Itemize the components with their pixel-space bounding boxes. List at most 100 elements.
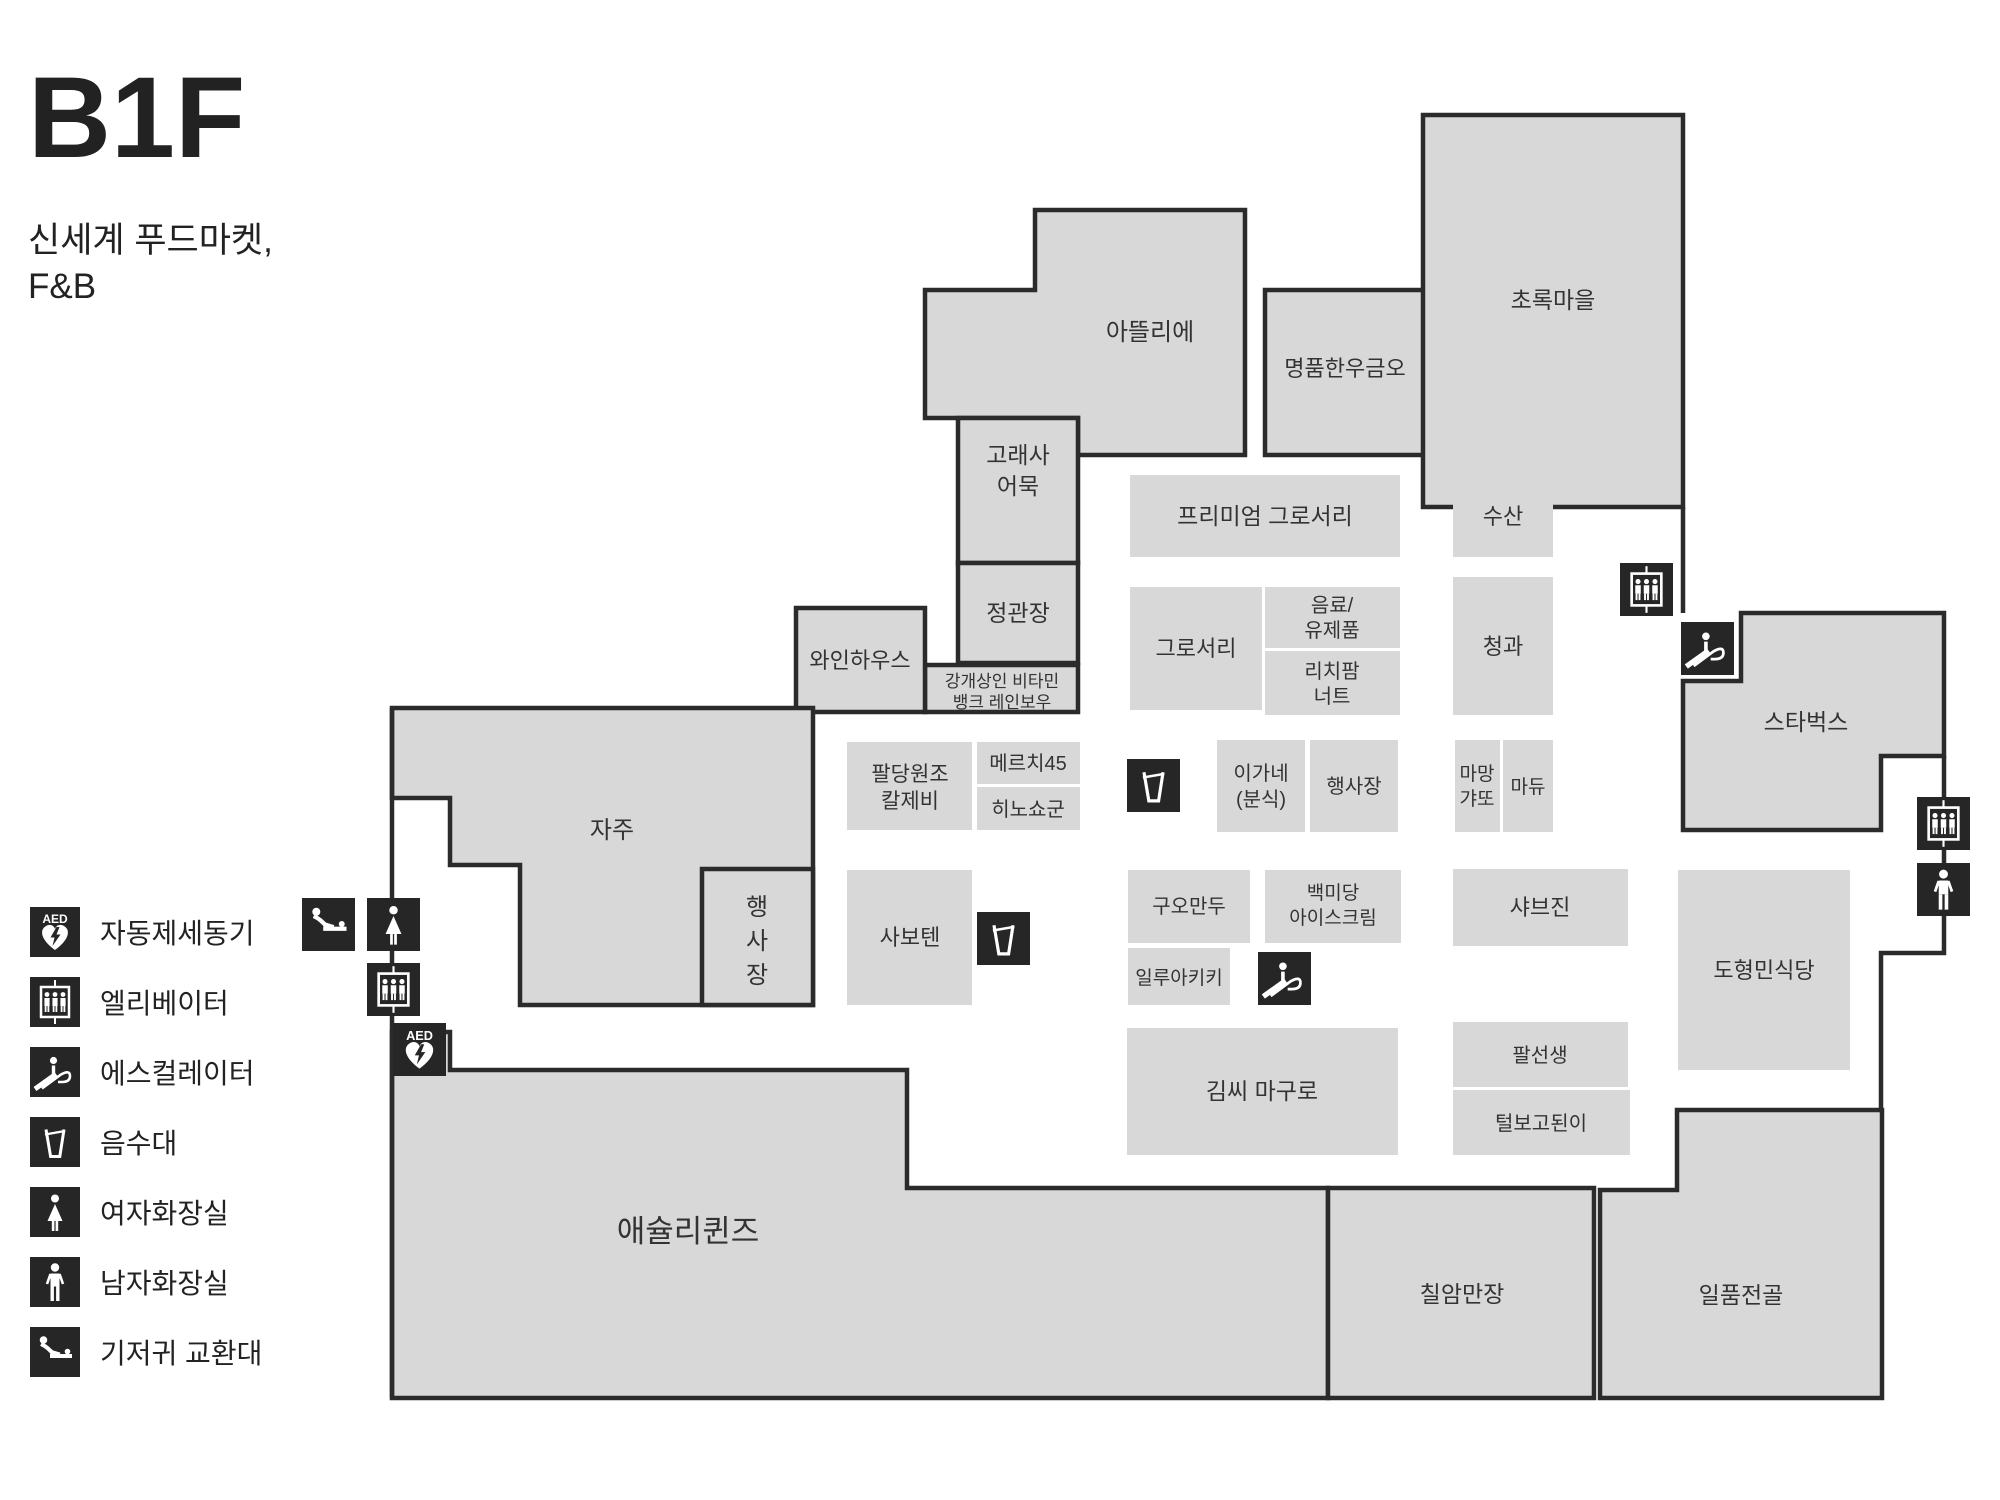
floor-subtitle-line1: 신세계 푸드마켓, (28, 221, 273, 260)
diaper-icon (30, 1327, 80, 1377)
svg-text:초록마을: 초록마을 (1511, 287, 1596, 313)
svg-text:스타벅스: 스타벅스 (1764, 709, 1849, 735)
svg-text:구오만두: 구오만두 (1152, 895, 1226, 918)
svg-text:마듀: 마듀 (1511, 776, 1546, 798)
block-palseonsaeng: 팔선생 (1453, 1022, 1628, 1087)
svg-text:정관장: 정관장 (986, 600, 1049, 626)
svg-text:메르치45: 메르치45 (989, 752, 1066, 775)
woman-icon (30, 1187, 80, 1237)
cup-icon (977, 912, 1030, 965)
svg-text:털보고된이: 털보고된이 (1495, 1112, 1587, 1135)
svg-text:도형민식당: 도형민식당 (1713, 958, 1814, 983)
block-grocery: 그로서리 (1130, 587, 1262, 710)
svg-text:이가네(분식): 이가네(분식) (1233, 762, 1288, 811)
svg-text:그로서리: 그로서리 (1156, 636, 1237, 661)
cup-icon (30, 1117, 80, 1167)
block-eumryo-yujepum: 음료/유제품 (1265, 587, 1400, 648)
cup-icon (1127, 759, 1180, 812)
legend: AED 자동제세동기 엘리베이터 (30, 907, 262, 1397)
legend-item-elevator: 엘리베이터 (30, 977, 262, 1027)
floor-title: B1F (28, 54, 246, 182)
svg-text:청과: 청과 (1483, 634, 1523, 659)
block-mereuchi45: 메르치45 (977, 742, 1080, 784)
block-wine-house: 와인하우스 (793, 605, 928, 715)
block-ashley-queens: 애슐리퀸즈 (389, 1029, 1331, 1401)
svg-text:명품한우금오: 명품한우금오 (1284, 356, 1405, 381)
svg-text:샤브진: 샤브진 (1510, 895, 1571, 920)
woman-icon (367, 898, 420, 951)
svg-text:김씨 마구로: 김씨 마구로 (1206, 1078, 1318, 1104)
block-teolbo-godeuni: 털보고된이 (1453, 1090, 1630, 1155)
svg-text:프리미엄 그로서리: 프리미엄 그로서리 (1177, 503, 1353, 529)
block-shabu-jin: 샤브진 (1453, 869, 1628, 946)
svg-text:와인하우스: 와인하우스 (809, 648, 910, 673)
block-cheonggwa: 청과 (1453, 577, 1553, 715)
legend-label: 엘리베이터 (100, 988, 229, 1019)
block-dohyeongmin: 도형민식당 (1678, 870, 1850, 1070)
svg-text:아뜰리에: 아뜰리에 (1106, 319, 1194, 346)
escalator-icon (1258, 952, 1311, 1005)
svg-text:AED: AED (406, 1028, 433, 1043)
block-starbucks: 스타벅스 (1680, 610, 1947, 833)
legend-item-escalator: 에스컬레이터 (30, 1047, 262, 1097)
block-hino-shogun: 히노쇼군 (977, 787, 1080, 830)
legend-label: 에스컬레이터 (100, 1058, 255, 1089)
svg-text:애슐리퀸즈: 애슐리퀸즈 (617, 1214, 760, 1249)
aed-icon: AED (393, 1023, 446, 1076)
legend-item-cup: 음수대 (30, 1117, 262, 1167)
legend-label: 기저귀 교환대 (100, 1338, 263, 1369)
legend-label: 남자화장실 (100, 1268, 229, 1299)
block-saboten: 사보텐 (847, 870, 972, 1005)
block-haengsajang-2: 행사장 (1310, 740, 1398, 832)
svg-text:히노쇼군: 히노쇼군 (991, 798, 1065, 821)
svg-text:칠암만장: 칠암만장 (1420, 1281, 1505, 1307)
svg-text:일루아키키: 일루아키키 (1135, 967, 1222, 989)
escalator-icon (30, 1047, 80, 1097)
floor-subtitle-line2: F&B (28, 266, 97, 306)
svg-text:수산: 수산 (1483, 504, 1523, 529)
legend-item-aed: AED 자동제세동기 (30, 907, 262, 957)
legend-item-man: 남자화장실 (30, 1257, 262, 1307)
svg-text:사보텐: 사보텐 (880, 925, 941, 950)
svg-text:AED: AED (42, 912, 68, 926)
block-chilam-manjang: 칠암만장 (1325, 1185, 1597, 1401)
block-ilpum-jeongol: 일품전골 (1597, 1107, 1885, 1401)
elevator-icon (1917, 797, 1970, 850)
legend-label: 여자화장실 (100, 1198, 229, 1229)
block-jeonggwanjang: 정관장 (955, 560, 1081, 666)
svg-text:일품전골: 일품전골 (1699, 1282, 1784, 1308)
svg-text:행사장: 행사장 (746, 894, 768, 989)
block-myeongpum-hanwoo: 명품한우금오 (1262, 287, 1428, 458)
elevator-icon (30, 977, 80, 1027)
block-premium-grocery: 프리미엄 그로서리 (1130, 475, 1400, 557)
block-chorok-maeul: 초록마을 (1420, 112, 1686, 510)
svg-text:음료/유제품: 음료/유제품 (1304, 595, 1359, 642)
wall (1878, 756, 1947, 1110)
block-guoman-du: 구오만두 (1128, 870, 1250, 943)
elevator-icon (1620, 563, 1673, 616)
escalator-icon (1681, 622, 1734, 675)
man-icon (1917, 863, 1970, 916)
legend-item-diaper: 기저귀 교환대 (30, 1327, 262, 1377)
block-madyu: 마듀 (1503, 740, 1553, 832)
legend-item-woman: 여자화장실 (30, 1187, 262, 1237)
man-icon (30, 1257, 80, 1307)
block-susan: 수산 (1453, 475, 1553, 557)
aed-icon: AED (30, 907, 80, 957)
floor-subtitle: 신세계 푸드마켓, F&B (28, 218, 273, 309)
block-illu-akiki: 일루아키키 (1128, 948, 1230, 1005)
elevator-icon (367, 963, 420, 1016)
